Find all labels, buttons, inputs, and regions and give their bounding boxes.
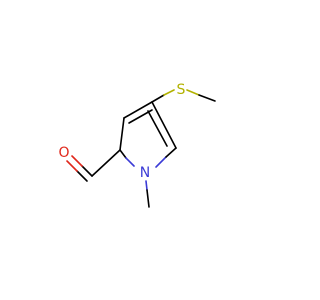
bond-c5-cho xyxy=(91,149,121,177)
bond-n1-c2 xyxy=(165,147,177,158)
bond-c5-n1-n-side xyxy=(125,157,135,167)
bond-cho-co xyxy=(81,165,93,177)
bond-s-methyl xyxy=(198,94,216,102)
sulfur-atom-label: S xyxy=(177,82,186,98)
bond-s-methyl-s-side xyxy=(186,89,200,96)
bond-n-methyl xyxy=(146,189,150,208)
molecule-structure: S N O xyxy=(58,82,216,208)
bond-c3-s-s-side xyxy=(163,89,175,96)
bond-cho-co-double xyxy=(76,170,88,182)
bond-c3-c4 xyxy=(123,101,153,119)
nitrogen-atom-label: N xyxy=(140,165,150,181)
bond-c5-n1 xyxy=(119,149,127,159)
bond-n-methyl-n-side xyxy=(145,180,148,191)
oxygen-atom-label: O xyxy=(58,145,69,161)
bond-c2-c3-double xyxy=(147,110,168,147)
bond-n1-c2-n-side xyxy=(155,156,167,168)
bond-cho-co-o-side xyxy=(71,155,83,167)
bond-c4-c5 xyxy=(119,117,125,151)
bond-c2-c3 xyxy=(151,101,177,149)
bond-c3-s xyxy=(151,94,165,103)
bond-cho-co-double-o-side xyxy=(66,160,78,172)
